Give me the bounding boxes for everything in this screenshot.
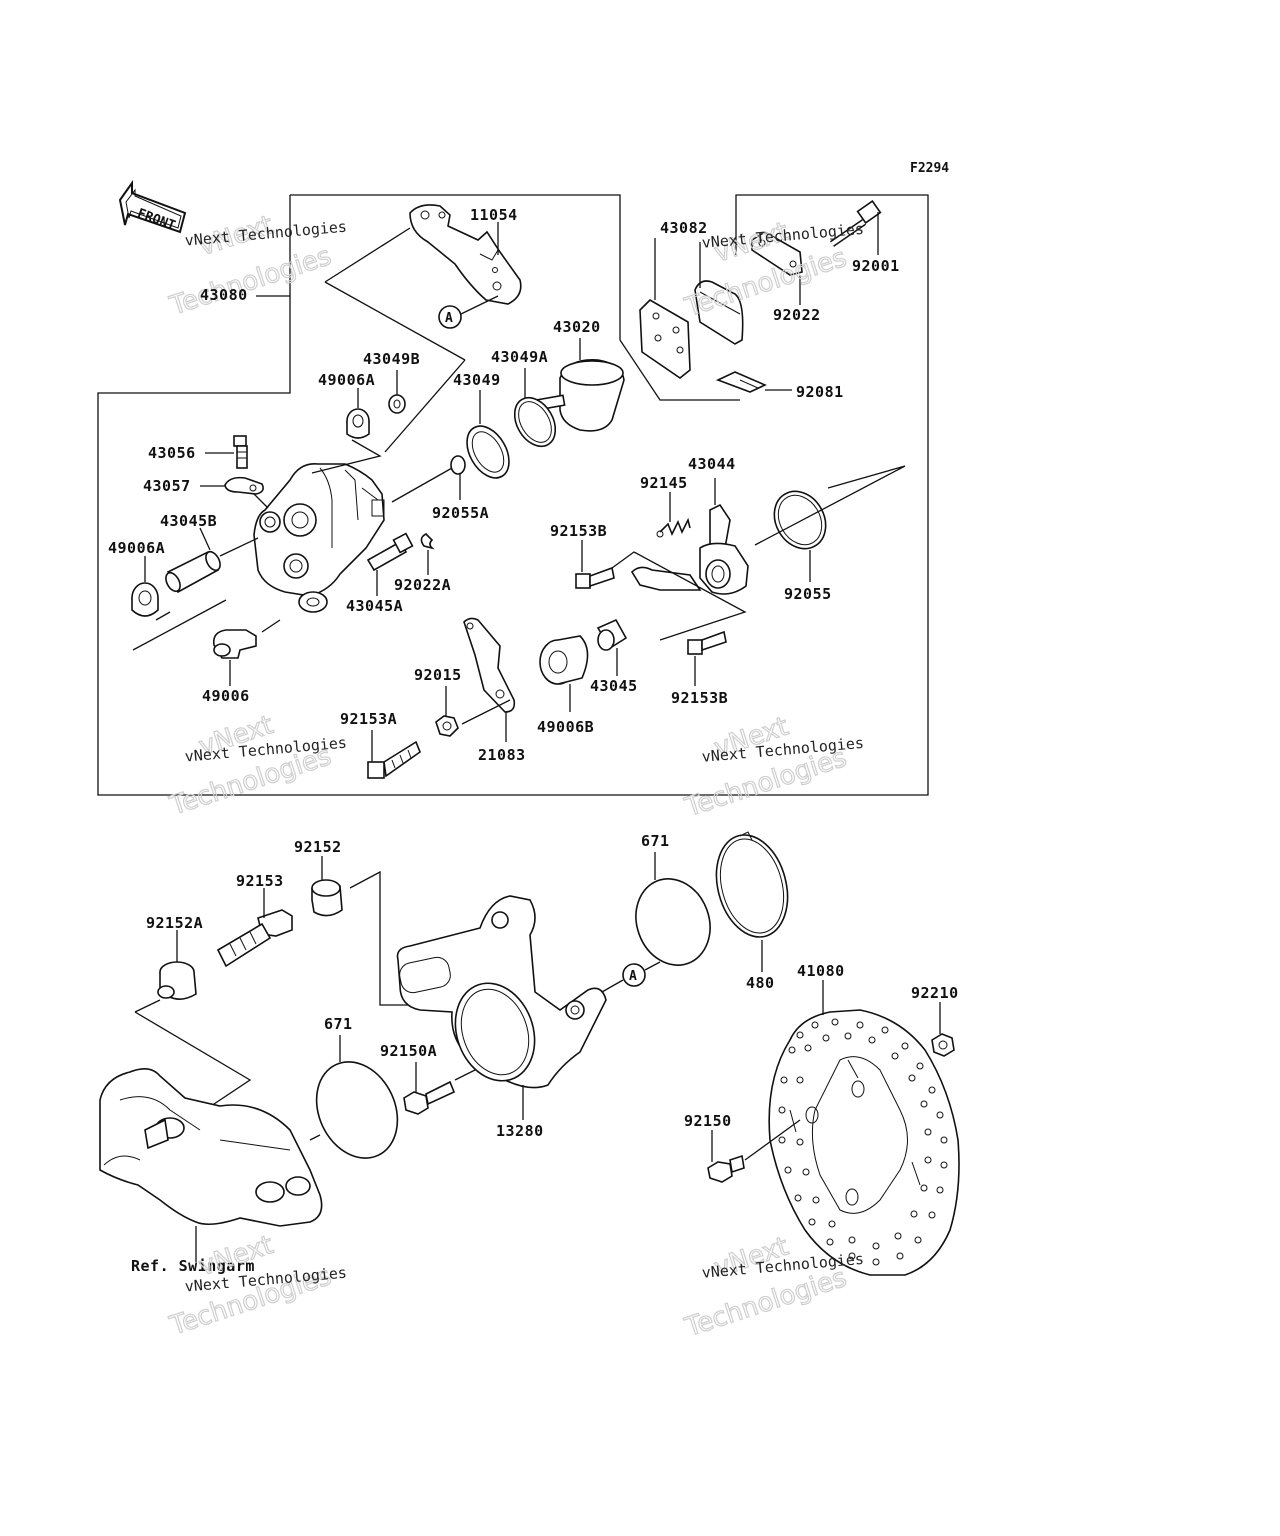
bolt-92153a	[367, 740, 421, 779]
callout-92152a: 92152A	[146, 914, 203, 932]
callout-92150: 92150	[684, 1112, 732, 1130]
piston-43020	[530, 359, 625, 432]
callout-21083: 21083	[478, 746, 526, 764]
callout-labels: 11054 43080 43082 92001 92022 43020 9208…	[108, 206, 959, 1140]
callout-41080: 41080	[797, 962, 845, 980]
washer-43049b	[388, 394, 406, 414]
callout-49006b: 49006B	[537, 718, 594, 736]
collar-43045	[596, 618, 628, 651]
callout-43080: 43080	[200, 286, 248, 304]
oring-671-top	[635, 878, 711, 966]
brake-disc	[768, 1009, 960, 1276]
ref-swingarm-label: Ref. Swingarm	[131, 1257, 255, 1275]
callout-92153b-bottom: 92153B	[671, 689, 728, 707]
callout-92022: 92022	[773, 306, 821, 324]
callout-92153a: 92153A	[340, 710, 397, 728]
bolt-92150a	[403, 1080, 456, 1115]
callout-43044: 43044	[688, 455, 736, 473]
circlip-480	[715, 831, 789, 938]
spring-92145	[656, 517, 691, 538]
callout-92145: 92145	[640, 474, 688, 492]
brake-pads	[639, 280, 744, 379]
cap-49006a-top	[346, 408, 370, 439]
callout-49006: 49006	[202, 687, 250, 705]
callout-92152: 92152	[294, 838, 342, 856]
callout-43082: 43082	[660, 219, 708, 237]
figure-code: F2294	[910, 161, 949, 176]
collar-92152a	[157, 961, 197, 1000]
bearing-49006b	[539, 635, 589, 685]
watermark-big-1b: Technologies	[166, 241, 335, 321]
lever-43044	[630, 503, 749, 595]
bolt-92153b-bottom	[687, 630, 727, 655]
pin-43045a	[366, 532, 414, 572]
clip-92022a	[420, 533, 435, 550]
callout-92150a: 92150A	[380, 1042, 437, 1060]
caliper-bracket	[409, 204, 522, 305]
bleeder-valve	[233, 435, 248, 469]
callout-43049a: 43049A	[491, 348, 548, 366]
callout-92015: 92015	[414, 666, 462, 684]
pad-spring-92081	[715, 371, 767, 393]
callout-43049b: 43049B	[363, 350, 420, 368]
seal-43049a	[513, 396, 557, 448]
bleeder-cap	[224, 476, 264, 495]
bolt-49006	[212, 629, 257, 659]
nut-92210	[931, 1033, 955, 1057]
seal-43049	[466, 425, 510, 479]
callout-92081: 92081	[796, 383, 844, 401]
slide-pin-43045b	[165, 550, 221, 594]
front-arrow-icon: FRONT	[118, 179, 187, 234]
swingarm-reference	[99, 1068, 323, 1227]
bolt-92150	[707, 1154, 745, 1183]
boot-49006a-left	[131, 582, 159, 617]
bolt-92153b-top	[575, 566, 615, 589]
oring-671-bottom	[315, 1061, 399, 1159]
caliper-assembly-outline	[97, 194, 929, 796]
callout-480: 480	[746, 974, 775, 992]
callout-671-bottom: 671	[324, 1015, 353, 1033]
caliper-body	[253, 463, 385, 613]
callout-92055a: 92055A	[432, 504, 489, 522]
callout-43020: 43020	[553, 318, 601, 336]
bolt-92153	[216, 909, 293, 968]
callout-49006a-top: 49006A	[318, 371, 375, 389]
callout-43057: 43057	[143, 477, 191, 495]
pad-spring-92022	[751, 231, 803, 276]
callout-92001: 92001	[852, 257, 900, 275]
callout-92153: 92153	[236, 872, 284, 890]
callout-43045: 43045	[590, 677, 638, 695]
ring-92055a	[450, 455, 466, 475]
callout-92153b-top: 92153B	[550, 522, 607, 540]
marker-a-upper: A	[445, 311, 453, 326]
marker-a-lower: A	[629, 969, 637, 984]
callout-92022a: 92022A	[394, 576, 451, 594]
caliper-holder	[396, 895, 607, 1089]
callout-49006a-left: 49006A	[108, 539, 165, 557]
callout-13280: 13280	[496, 1122, 544, 1140]
callout-11054: 11054	[470, 206, 518, 224]
callout-43045a: 43045A	[346, 597, 403, 615]
bolt-92001	[830, 199, 882, 247]
bracket-21083	[463, 617, 516, 713]
callout-671-top: 671	[641, 832, 670, 850]
nut-92015	[435, 715, 459, 737]
callout-43049: 43049	[453, 371, 501, 389]
oring-92055	[773, 490, 827, 550]
callout-43045b: 43045B	[160, 512, 217, 530]
callout-43056: 43056	[148, 444, 196, 462]
collar-92152	[311, 879, 343, 917]
callout-92210: 92210	[911, 984, 959, 1002]
callout-92055: 92055	[784, 585, 832, 603]
